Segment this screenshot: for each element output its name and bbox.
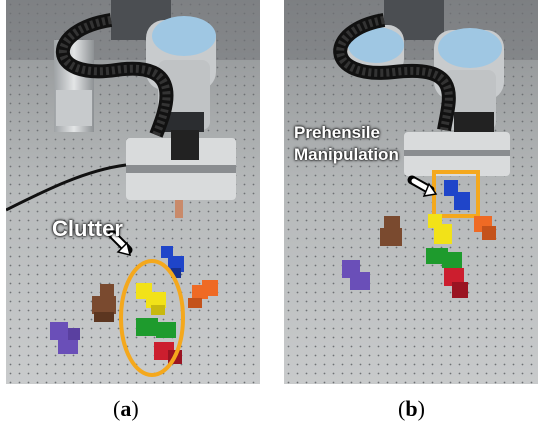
prehensile-manipulation-label: Prehensile Manipulation [294, 122, 424, 166]
blocks-cluster-b [342, 214, 496, 298]
caption-b: (b) [398, 396, 425, 421]
caption-a-letter: a [120, 396, 132, 421]
arrow-icon [407, 175, 438, 197]
caption-b-letter: b [405, 396, 418, 421]
clutter-label: Clutter [52, 216, 123, 241]
robot-clutter-photo [6, 0, 260, 384]
caption-a: (a) [113, 396, 139, 421]
prehensile-label-line2: Manipulation [294, 145, 399, 164]
arrow-icon [107, 229, 133, 257]
photo-panel-a [6, 0, 260, 384]
photo-panel-b [284, 0, 538, 384]
robot-grasp-photo [284, 0, 538, 384]
blocks-cluster-a [50, 246, 218, 364]
clutter-highlight-ellipse [119, 259, 185, 377]
prehensile-label-line1: Prehensile [294, 123, 380, 142]
